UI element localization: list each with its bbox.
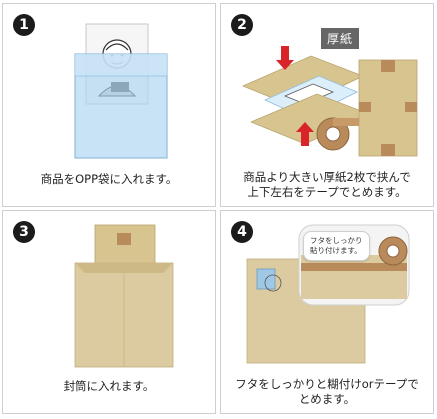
cardboard-label: 厚紙 <box>321 28 360 49</box>
up-arrow-icon <box>296 122 314 146</box>
step-3-panel: 3 封筒に入れます。 <box>2 210 216 414</box>
cardboard-sandwich-illustration <box>241 46 418 157</box>
step-number-badge: 3 <box>13 221 35 243</box>
bubble-line2: 貼り付けます。 <box>310 246 362 255</box>
step-number-badge: 4 <box>231 221 253 243</box>
step-4-panel: 4 フタをしっかり 貼り付けます。 フタをしっかりと糊付けorテープで とめます… <box>220 210 434 414</box>
opp-bag-illustration <box>74 23 168 159</box>
step-number-badge: 2 <box>231 14 253 36</box>
step-caption: 封筒に入れます。 <box>63 379 155 393</box>
bubble-line1: フタをしっかり <box>310 236 363 245</box>
step-caption-line2: 上下左右をテープでとめます。 <box>247 185 407 199</box>
step-caption-line2: とめます。 <box>298 392 356 406</box>
envelope-illustration <box>74 224 174 368</box>
step-number-badge: 1 <box>13 14 35 36</box>
step-caption-line1: 商品より大きい厚紙2枚で挟んで <box>243 170 411 184</box>
step-2-panel: 2 厚紙 商品より大きい厚紙2枚で挟んで 上下左右をテープでとめます。 <box>220 3 434 207</box>
step-caption-line1: フタをしっかりと糊付けorテープで <box>235 377 419 391</box>
seal-note-bubble: フタをしっかり 貼り付けます。 <box>303 231 370 261</box>
step-caption: 商品をOPP袋に入れます。 <box>40 172 178 186</box>
down-arrow-icon <box>276 46 294 70</box>
step-1-panel: 1 商品をOPP袋に入れます。 <box>2 3 216 207</box>
